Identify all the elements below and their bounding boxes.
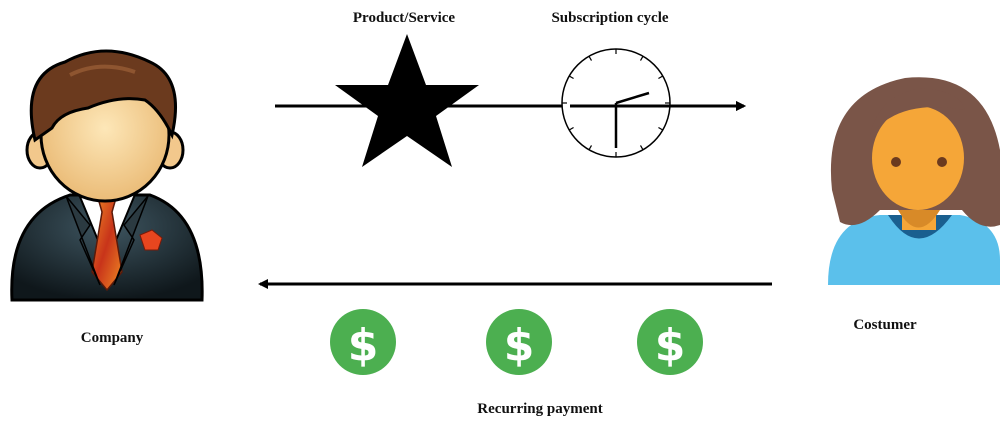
company-label: Company	[80, 330, 144, 346]
woman-icon	[828, 77, 1000, 285]
clock-tick	[639, 55, 644, 61]
businessman-icon	[10, 49, 204, 302]
svg-text:$: $	[655, 320, 686, 371]
clock-tick	[588, 145, 593, 151]
subscription-cycle-label: Subscription cycle	[551, 10, 669, 26]
dollar-coin-icon: $	[637, 309, 703, 375]
clock-tick	[568, 75, 574, 80]
clock-tick	[588, 55, 593, 61]
dollar-coin-icon: $	[486, 309, 552, 375]
clock-tick	[639, 145, 644, 151]
svg-text:$: $	[348, 320, 379, 371]
product-service-label: Product/Service	[352, 10, 456, 26]
costumer-label: Costumer	[853, 317, 917, 333]
dollar-coin-icon: $	[330, 309, 396, 375]
svg-text:$: $	[504, 320, 535, 371]
clock-icon	[561, 48, 746, 158]
clock-tick	[658, 126, 664, 131]
star-icon	[335, 34, 479, 167]
clock-tick	[658, 75, 664, 80]
recurring-payment-label: Recurring payment	[477, 401, 603, 417]
clock-tick	[568, 126, 574, 131]
